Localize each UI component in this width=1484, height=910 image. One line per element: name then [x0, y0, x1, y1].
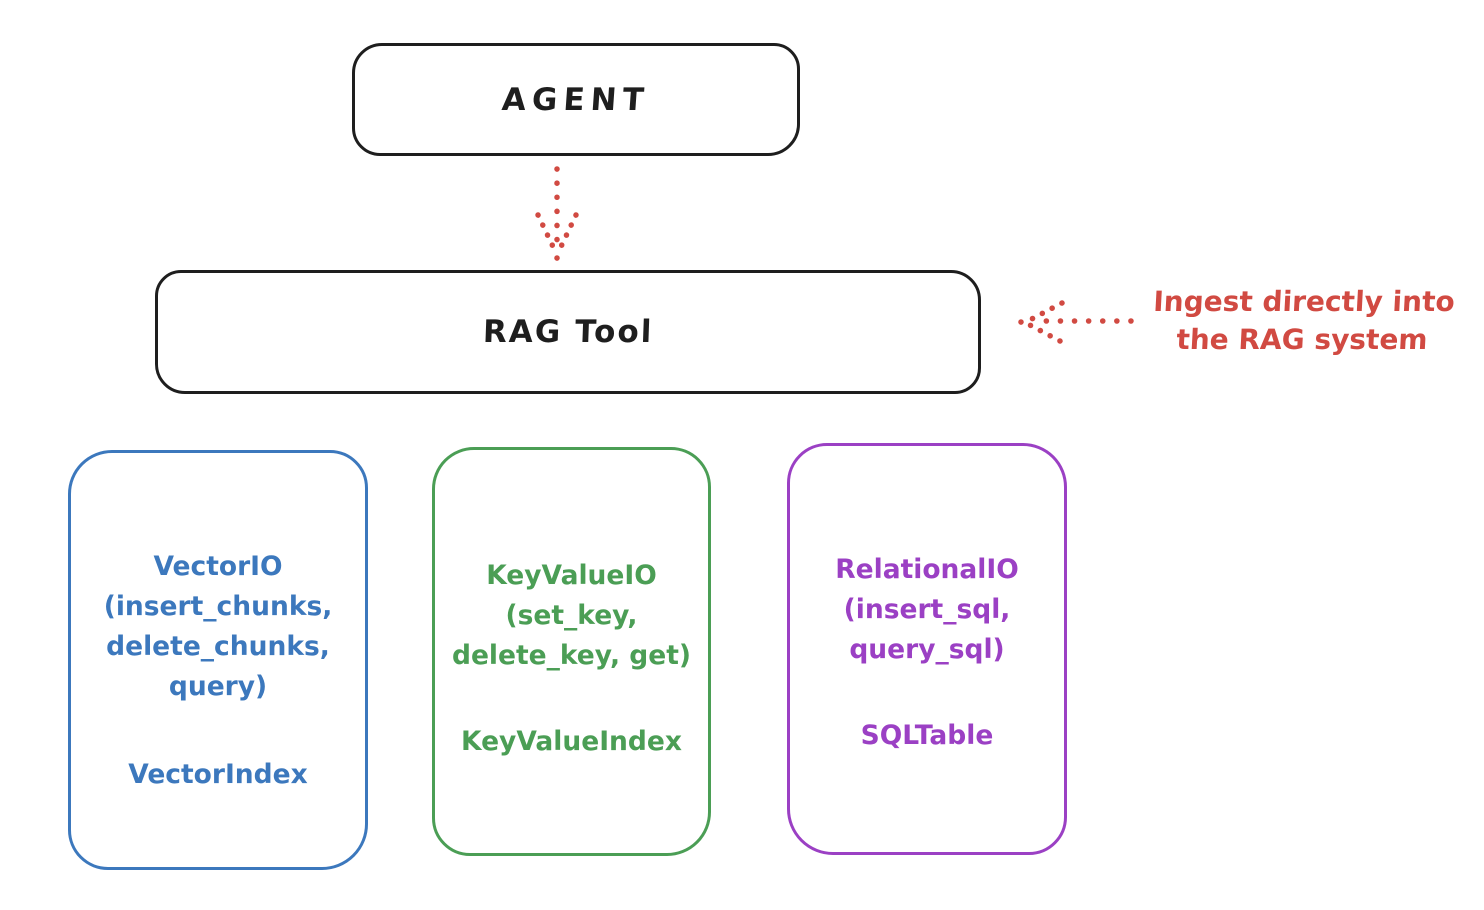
- card-line: VectorIO: [153, 551, 283, 582]
- card-line: KeyValueIO: [486, 560, 657, 591]
- ingest-annotation-line1: Ingest directly into: [1152, 285, 1456, 318]
- dotted-arrow-left-icon: [1018, 300, 1134, 344]
- relational-io-card: RelationalIO (insert_sql, query_sql) SQL…: [787, 443, 1067, 855]
- vector-io-card: VectorIO (insert_chunks, delete_chunks, …: [68, 450, 368, 870]
- card-line: query): [168, 671, 268, 702]
- card-line: (insert_chunks,: [103, 591, 333, 622]
- ingest-annotation-line2: the RAG system: [1175, 323, 1429, 356]
- agent-node-label: AGENT: [500, 81, 652, 118]
- card-line: query_sql): [849, 634, 1005, 665]
- sql-table-label: SQLTable: [860, 720, 994, 751]
- keyvalue-io-card: KeyValueIO (set_key, delete_key, get) Ke…: [432, 447, 711, 856]
- vector-index-label: VectorIndex: [128, 759, 308, 790]
- dotted-arrow-down-icon: [535, 166, 579, 261]
- card-line: (insert_sql,: [843, 594, 1011, 625]
- card-line: delete_key, get): [451, 640, 691, 671]
- keyvalue-io-title: KeyValueIO (set_key, delete_key, get): [452, 556, 691, 676]
- ingest-annotation: Ingest directly into the RAG system: [1136, 283, 1470, 359]
- rag-tool-node: RAG Tool: [155, 270, 981, 394]
- card-line: delete_chunks,: [106, 631, 330, 662]
- card-line: (set_key,: [505, 600, 638, 631]
- rag-tool-node-label: RAG Tool: [482, 314, 654, 350]
- agent-node: AGENT: [352, 43, 800, 156]
- relational-io-title: RelationalIO (insert_sql, query_sql): [835, 550, 1019, 670]
- keyvalue-index-label: KeyValueIndex: [461, 726, 682, 757]
- vector-io-title: VectorIO (insert_chunks, delete_chunks, …: [104, 547, 333, 707]
- card-line: RelationalIO: [835, 554, 1019, 585]
